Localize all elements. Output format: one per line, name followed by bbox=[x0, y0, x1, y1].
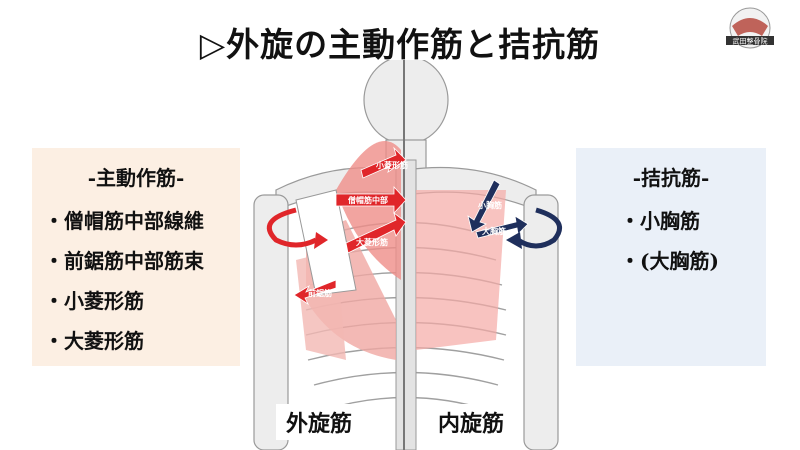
antagonist-item: ・小胸筋 bbox=[620, 209, 700, 233]
svg-text:武田整骨院: 武田整骨院 bbox=[733, 37, 768, 46]
scapula bbox=[295, 189, 357, 296]
trapezius-arrow bbox=[335, 185, 407, 215]
agonist-item: ・前鋸筋中部筋束 bbox=[44, 249, 204, 273]
large-rhomboid-label: 大菱形筋 bbox=[356, 237, 388, 247]
external-rotation-arrow bbox=[266, 207, 318, 248]
page-title: ▷外旋の主動作筋と拮抗筋 bbox=[199, 25, 601, 64]
trapezius-muscle bbox=[336, 141, 401, 280]
internal-rotation-caption: 内旋筋 bbox=[428, 404, 515, 440]
antagonist-item: ・(大胸筋) bbox=[620, 249, 719, 273]
clinic-logo: 武田整骨院 bbox=[726, 7, 774, 49]
serratus-arrow bbox=[293, 279, 337, 306]
serratus-label: 前鋸筋 bbox=[308, 288, 332, 298]
agonist-item: ・小菱形筋 bbox=[44, 289, 144, 313]
external-rotation-caption: 外旋筋 bbox=[276, 404, 363, 440]
agonist-panel: -主動作筋- ・僧帽筋中部線維 ・前鋸筋中部筋束 ・小菱形筋 ・大菱形筋 bbox=[32, 148, 240, 366]
agonist-item: ・僧帽筋中部線維 bbox=[44, 209, 204, 233]
internal-rotation-arrow bbox=[516, 207, 562, 249]
internal-rotation-arrowhead bbox=[506, 232, 522, 249]
antagonist-heading: -拮抗筋- bbox=[632, 166, 710, 190]
small-rhomboid-arrow bbox=[360, 146, 407, 179]
small-rhomboid-label: 小菱形筋 bbox=[375, 160, 408, 170]
agonist-item: ・大菱形筋 bbox=[44, 329, 144, 353]
antagonist-panel: -拮抗筋- ・小胸筋 ・(大胸筋) bbox=[576, 148, 766, 366]
pec-major-arrow bbox=[475, 215, 529, 239]
large-rhomboid-arrow bbox=[345, 211, 407, 254]
trapezius-label: 僧帽筋中部 bbox=[348, 195, 388, 205]
agonist-heading: -主動作筋- bbox=[87, 166, 185, 190]
anatomy-illustration: 小菱形筋 僧帽筋中部 大菱形筋 前鋸筋 小胸筋 大胸筋 bbox=[253, 60, 562, 450]
pectoral-muscle bbox=[416, 190, 506, 350]
pec-major-label: 大胸筋 bbox=[482, 226, 506, 236]
external-rotation-arrowhead bbox=[314, 232, 328, 249]
pec-minor-label: 小胸筋 bbox=[477, 200, 502, 210]
pec-minor-arrow bbox=[467, 179, 501, 233]
